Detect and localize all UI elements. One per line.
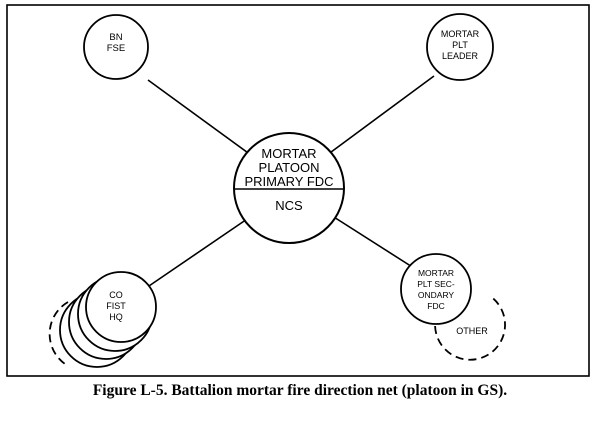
primary-fdc-line: PRIMARY FDC <box>244 174 333 189</box>
secondary-fdc-line: FDC <box>427 301 444 311</box>
primary-fdc-line: MORTAR <box>261 146 316 161</box>
bn-fse-line: FSE <box>107 43 125 54</box>
node-co-fist <box>85 271 157 343</box>
node-plt-leader <box>426 13 494 81</box>
link-bn-fse <box>147 79 256 159</box>
node-primary-fdc <box>233 132 345 244</box>
co-fist-line: HQ <box>109 312 123 322</box>
plt-leader-line: LEADER <box>442 51 479 61</box>
link-co-fist <box>145 214 254 289</box>
primary-fdc-line: PLATOON <box>259 160 320 175</box>
plt-leader-line: PLT <box>452 40 468 50</box>
secondary-fdc-line: ONDARY <box>418 290 455 300</box>
secondary-fdc-line: PLT SEC- <box>417 279 455 289</box>
bn-fse-line: BN <box>109 32 122 43</box>
link-secondary-fdc <box>325 211 418 271</box>
ncs-label: NCS <box>275 198 303 213</box>
node-secondary-fdc <box>400 253 472 325</box>
link-plt-leader <box>322 75 435 159</box>
co-fist-line: FIST <box>106 301 126 311</box>
node-bn-fse <box>83 14 149 80</box>
diagram-frame <box>6 4 590 377</box>
secondary-fdc-line: MORTAR <box>418 268 454 278</box>
plt-leader-line: MORTAR <box>441 29 480 39</box>
figure-caption: Figure L-5. Battalion mortar fire direct… <box>92 382 508 399</box>
co-fist-line: CO <box>109 290 123 300</box>
other-label: OTHER <box>456 326 488 336</box>
